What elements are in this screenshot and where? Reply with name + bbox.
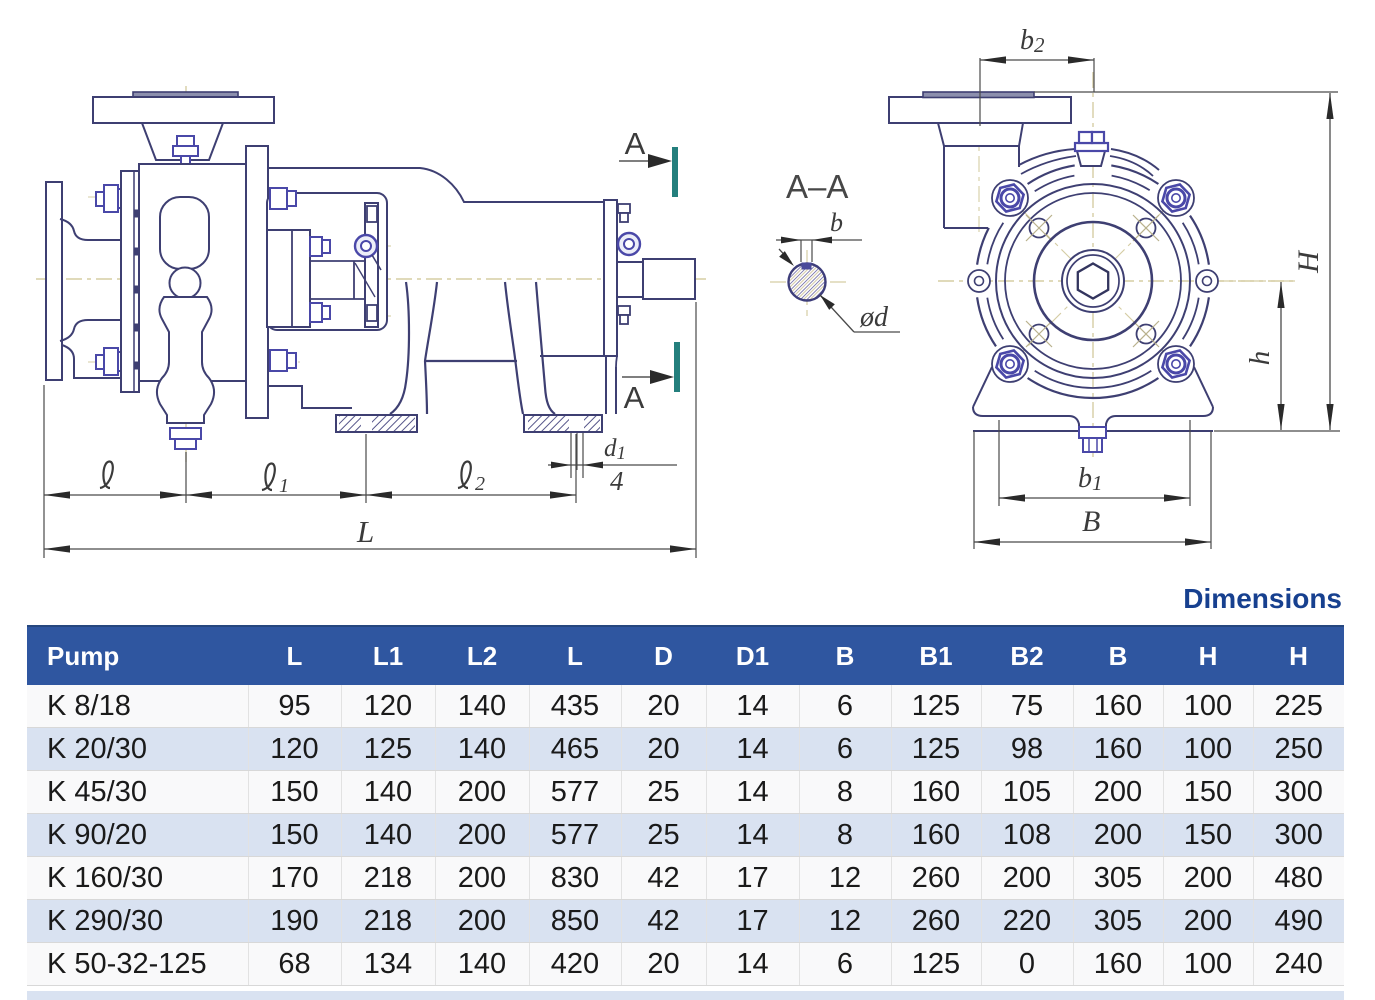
svg-text:H: H bbox=[1292, 249, 1325, 274]
svg-text:L: L bbox=[356, 514, 374, 549]
svg-text:2: 2 bbox=[475, 473, 485, 495]
svg-text:ød: ød bbox=[859, 302, 889, 333]
svg-text:A: A bbox=[624, 380, 645, 415]
svg-text:b2: b2 bbox=[1020, 25, 1045, 57]
svg-text:d1: d1 bbox=[604, 435, 626, 464]
svg-text:1: 1 bbox=[279, 475, 289, 497]
svg-text:B: B bbox=[1082, 505, 1100, 538]
svg-text:A–A: A–A bbox=[786, 168, 848, 205]
svg-text:A: A bbox=[625, 126, 646, 161]
svg-text:h: h bbox=[1244, 351, 1276, 366]
svg-text:b: b bbox=[830, 208, 843, 237]
svg-text:b1: b1 bbox=[1078, 463, 1103, 495]
svg-text:4: 4 bbox=[610, 466, 624, 496]
